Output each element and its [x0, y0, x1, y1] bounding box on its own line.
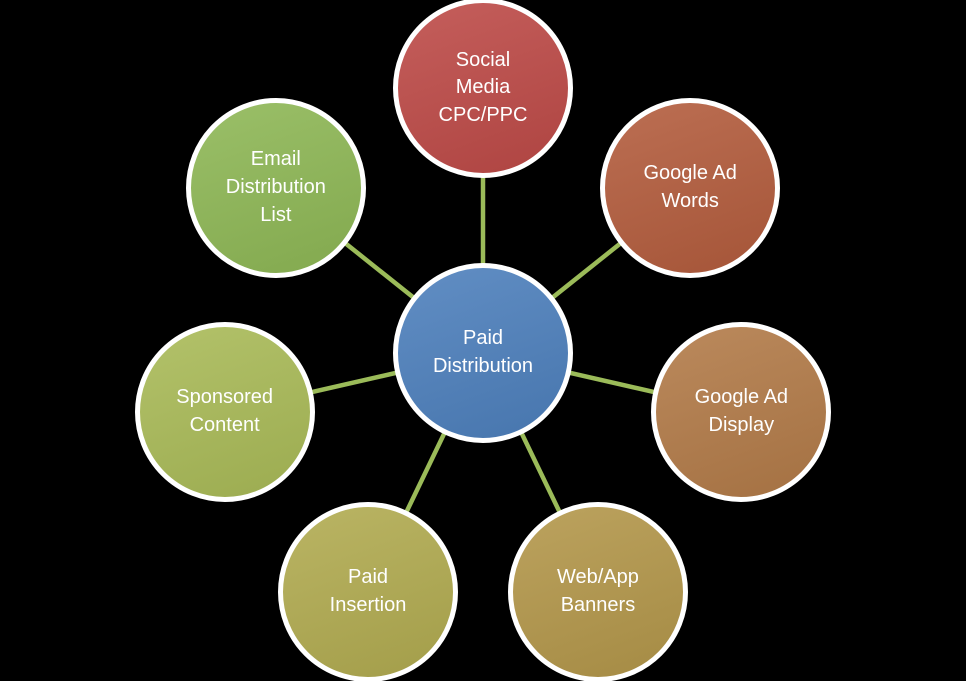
node-label-line: Paid — [462, 327, 504, 350]
node-label-line: List — [260, 203, 292, 226]
node-label-line: Words — [661, 189, 719, 212]
node-label-line: Sponsored — [176, 386, 274, 409]
node-label-line: Banners — [560, 593, 636, 616]
node-label-line: Distribution — [225, 175, 326, 198]
node-google-ad-words: Google Ad Words — [600, 97, 781, 278]
node-label-line: Web/App — [557, 566, 639, 589]
node-label-line: Google Ad — [643, 162, 737, 185]
node-label-line: Paid — [348, 566, 389, 589]
node-label-line: Media — [455, 76, 511, 99]
node-label-line: Distribution — [432, 355, 534, 377]
node-label-line: Social — [455, 48, 511, 71]
node-label-line: Content — [189, 413, 260, 436]
node-label-line: Email — [250, 148, 301, 171]
node-label-line: Display — [708, 413, 775, 436]
node-label-line: CPC/PPC — [438, 103, 528, 126]
node-label-line: Google Ad — [694, 386, 789, 409]
node-google-ad-display: Google Ad Display — [651, 321, 832, 502]
node-label-line: Insertion — [329, 593, 407, 616]
